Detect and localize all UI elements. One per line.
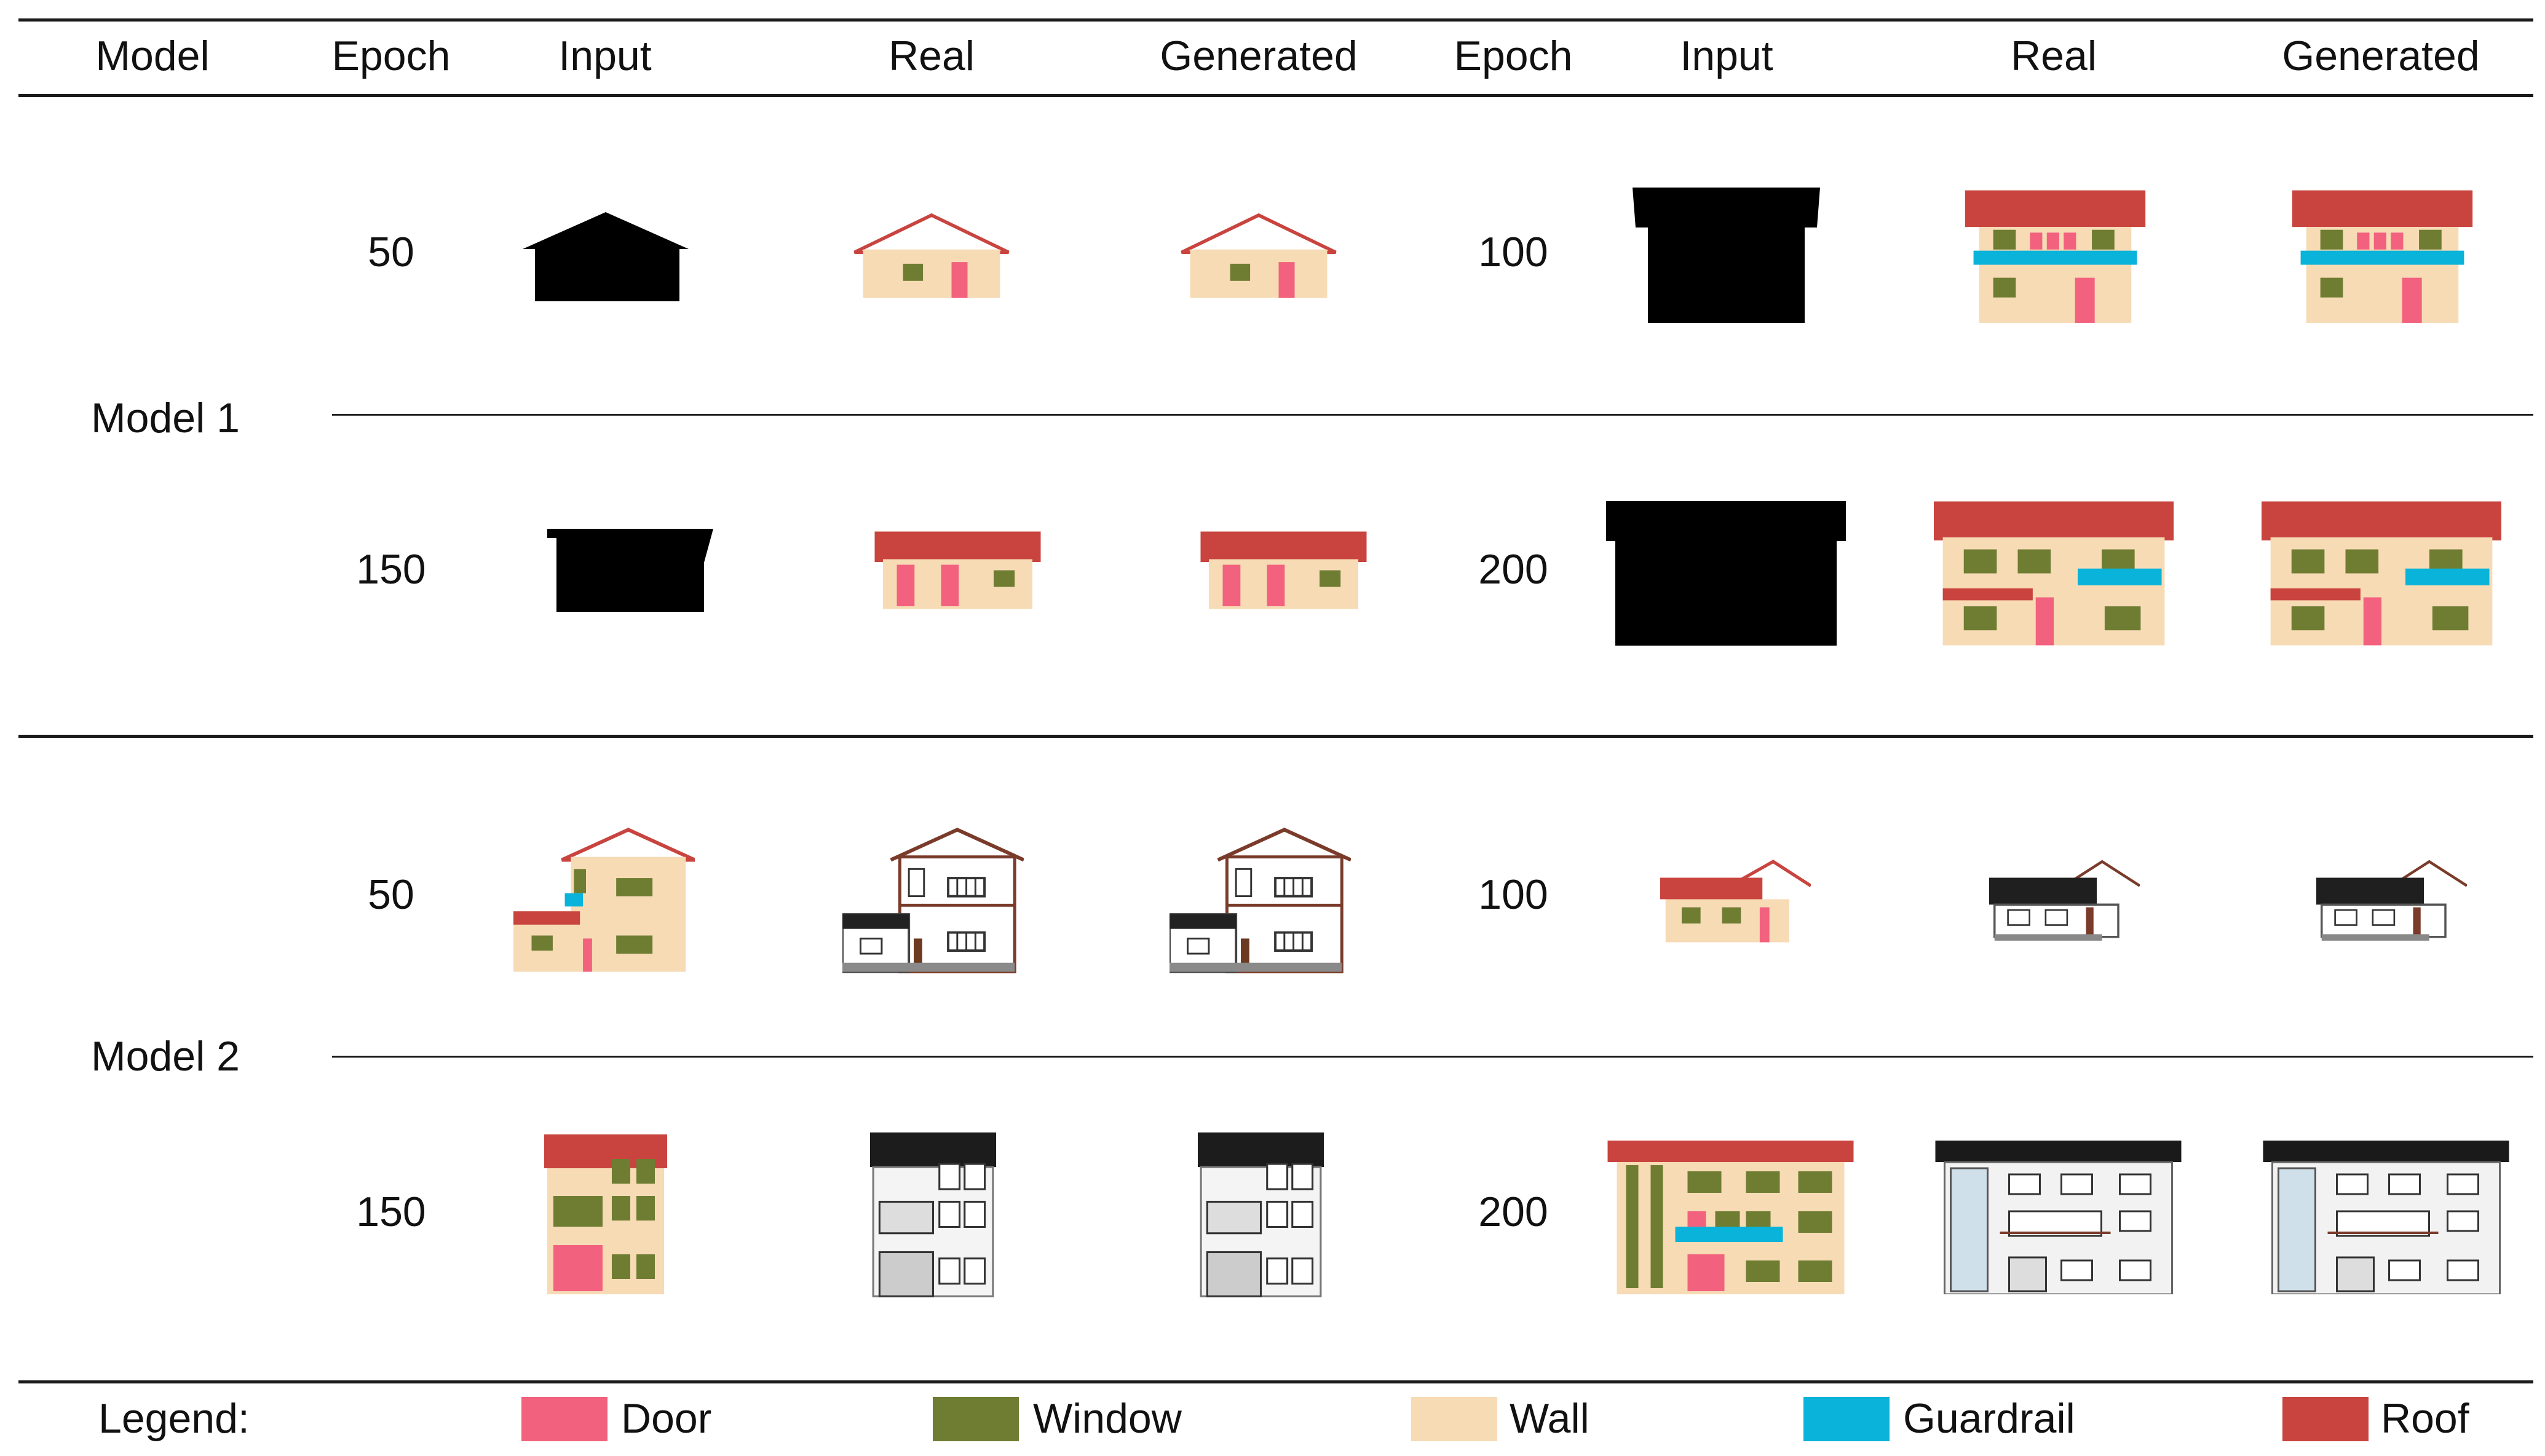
- real-image: [842, 824, 1024, 975]
- input-image: [1660, 852, 1811, 947]
- model-1-row-divider: [332, 414, 2533, 416]
- epoch-label: 100: [1478, 229, 1548, 275]
- generated-image: [2262, 1141, 2511, 1294]
- header-generated-right: Generated: [2282, 33, 2480, 79]
- input-image: [1606, 1141, 1855, 1294]
- generated-image: [1199, 529, 1368, 612]
- header-real-right: Real: [2011, 33, 2097, 79]
- header-generated-left: Generated: [1160, 33, 1358, 79]
- header-real-left: Real: [889, 33, 975, 79]
- input-image: [523, 209, 689, 301]
- epoch-label: 200: [1478, 1189, 1548, 1235]
- epoch-label: 100: [1478, 871, 1548, 918]
- epoch-label: 50: [368, 871, 414, 918]
- legend-title: Legend:: [98, 1395, 250, 1442]
- input-image: [1606, 501, 1846, 646]
- legend-label-wall: Wall: [1510, 1395, 1589, 1442]
- header-input-left: Input: [558, 33, 652, 79]
- epoch-label: 150: [356, 1189, 426, 1235]
- model-1-label: Model 1: [91, 395, 240, 441]
- generated-image: [1170, 824, 1351, 975]
- real-image: [852, 209, 1011, 301]
- epoch-label: 50: [368, 229, 414, 275]
- header-epoch-left: Epoch: [331, 33, 451, 79]
- generated-image: [2262, 501, 2501, 646]
- real-image: [1934, 501, 2174, 646]
- generated-image: [2289, 188, 2476, 323]
- real-image: [1961, 188, 2149, 323]
- epoch-label: 200: [1478, 546, 1548, 593]
- model-2-row-divider: [332, 1056, 2533, 1058]
- legend-rule: [18, 1380, 2533, 1383]
- input-image: [513, 824, 695, 975]
- input-image: [547, 529, 713, 612]
- input-image: [1633, 188, 1820, 323]
- header-input-right: Input: [1680, 33, 1773, 79]
- header-epoch-right: Epoch: [1454, 33, 1573, 79]
- real-image: [870, 1131, 996, 1297]
- table-top-rule: [18, 18, 2533, 22]
- legend-swatch-roof: [2282, 1397, 2369, 1441]
- header-model: Model: [95, 33, 210, 79]
- legend-label-door: Door: [621, 1395, 712, 1442]
- legend-label-guardrail: Guardrail: [1903, 1395, 2075, 1442]
- real-image: [1989, 852, 2140, 947]
- table-header-rule: [18, 94, 2533, 97]
- legend-swatch-window: [933, 1397, 1019, 1441]
- legend-label-roof: Roof: [2381, 1395, 2469, 1442]
- real-image: [873, 529, 1042, 612]
- model-section-divider: [18, 735, 2533, 738]
- legend-swatch-wall: [1411, 1397, 1497, 1441]
- legend-swatch-door: [521, 1397, 608, 1441]
- generated-image: [1198, 1131, 1324, 1297]
- generated-image: [1179, 209, 1339, 301]
- generated-image: [2316, 852, 2467, 947]
- input-image: [544, 1131, 667, 1297]
- model-2-label: Model 2: [91, 1033, 240, 1080]
- epoch-label: 150: [356, 546, 426, 593]
- real-image: [1934, 1141, 2183, 1294]
- legend-swatch-guardrail: [1803, 1397, 1890, 1441]
- legend-label-window: Window: [1033, 1395, 1182, 1442]
